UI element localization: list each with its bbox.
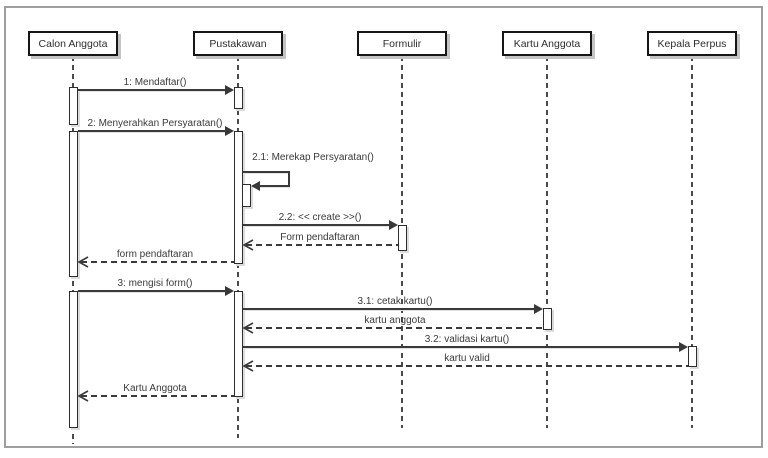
- arrowhead-icon: [76, 255, 90, 269]
- message-line: [242, 224, 390, 226]
- message-label: kartu valid: [444, 353, 490, 364]
- arrowhead-icon: [533, 304, 543, 314]
- actor-label-kartu-anggota: Kartu Anggota: [513, 37, 581, 50]
- actor-box-calon-anggota: Calon Anggota: [28, 31, 118, 56]
- message-label: 3.2: validasi kartu(): [424, 334, 510, 345]
- message-label: form pendaftaran: [116, 249, 194, 260]
- message-line: [77, 130, 226, 132]
- message-line: [245, 244, 398, 246]
- actor-box-formulir: Formulir: [357, 31, 447, 56]
- arrowhead-icon: [388, 220, 398, 230]
- arrowhead-icon: [241, 359, 255, 373]
- activation-formulir: [397, 225, 407, 251]
- message-line: [242, 308, 535, 310]
- message-line: [245, 327, 543, 329]
- activation-calon-anggota: [68, 291, 78, 428]
- message-line: [77, 290, 226, 292]
- lifeline-kartu-anggota: [546, 56, 548, 428]
- message-label: 3.1: cetak kartu(): [357, 296, 433, 307]
- arrowhead-icon: [678, 342, 688, 352]
- arrowhead-icon: [241, 321, 255, 335]
- actor-box-kartu-anggota: Kartu Anggota: [502, 31, 592, 56]
- message-line: [288, 171, 290, 187]
- arrowhead-icon: [224, 126, 234, 136]
- message-label: Form pendaftaran: [280, 232, 360, 243]
- actor-label-formulir: Formulir: [382, 37, 422, 50]
- message-line: [77, 89, 226, 91]
- activation-kepala-perpus: [687, 346, 697, 367]
- message-label: 2: Menyerahkan Persyaratan(): [87, 118, 223, 129]
- message-label: kartu anggota: [364, 315, 426, 326]
- lifeline-kepala-perpus: [691, 56, 693, 428]
- diagram-frame: [4, 6, 763, 448]
- message-label: 3: mengisi form(): [117, 278, 193, 289]
- message-line: [242, 171, 290, 173]
- message-line: [245, 365, 688, 367]
- message-label: 2.2: << create >>(): [278, 212, 362, 223]
- arrowhead-icon: [224, 286, 234, 296]
- message-line: [242, 346, 680, 348]
- message-label: 1: Mendaftar(): [123, 77, 187, 88]
- actor-label-calon-anggota: Calon Anggota: [38, 37, 108, 50]
- message-line: [80, 395, 234, 397]
- actor-label-kepala-perpus: Kepala Perpus: [657, 37, 727, 50]
- activation-pustakawan: [233, 291, 243, 397]
- message-line: [80, 261, 234, 263]
- actor-box-pustakawan: Pustakawan: [193, 31, 283, 56]
- message-label: Kartu Anggota: [123, 383, 187, 394]
- arrowhead-icon: [76, 389, 90, 403]
- arrowhead-icon: [224, 85, 234, 95]
- message-label: 2.1: Merekap Persyaratan(): [252, 152, 374, 163]
- activation-pustakawan: [233, 87, 243, 109]
- actor-box-kepala-perpus: Kepala Perpus: [647, 31, 737, 56]
- arrowhead-icon: [251, 181, 260, 191]
- activation-kartu-anggota: [542, 308, 552, 330]
- activation-calon-anggota: [68, 131, 78, 277]
- actor-label-pustakawan: Pustakawan: [209, 37, 267, 50]
- message-line: [259, 185, 290, 187]
- arrowhead-icon: [241, 238, 255, 252]
- activation-pustakawan: [242, 184, 251, 207]
- activation-calon-anggota: [68, 87, 78, 125]
